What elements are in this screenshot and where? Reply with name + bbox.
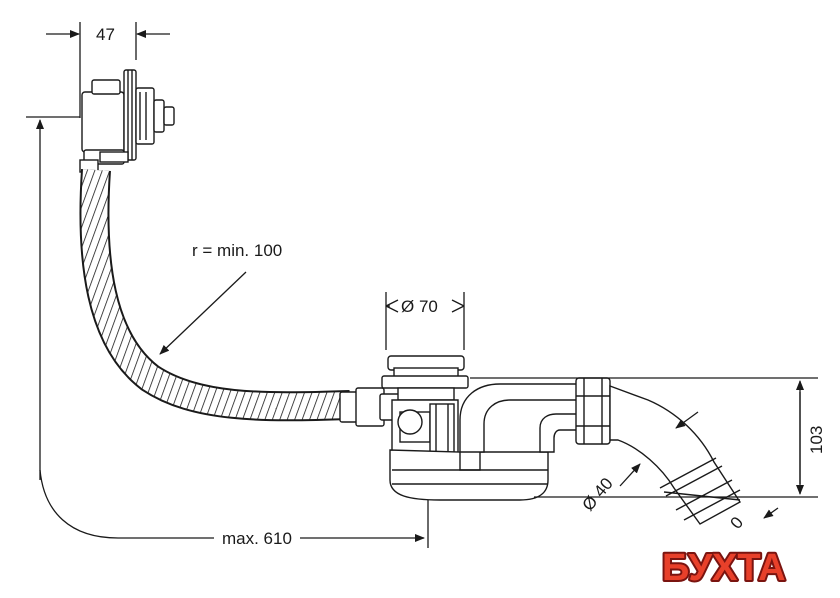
- logo-text: БУХТА: [662, 547, 786, 589]
- dimension-width-47: [46, 22, 170, 118]
- overflow-fitting: [79, 69, 175, 173]
- dimension-diameter-40: [619, 411, 779, 519]
- radius-leader: [159, 271, 247, 355]
- logo-outline: БУХТА: [662, 547, 786, 589]
- dimension-height-103: [470, 377, 818, 498]
- diameter-40-label: Ø 40: [579, 474, 617, 514]
- drain-trap: [381, 355, 741, 525]
- diameter-70-label: Ø 70: [401, 297, 438, 316]
- buhta-logo: БУХТА БУХТА: [656, 532, 788, 592]
- dimension-diameter-70: [385, 292, 465, 350]
- dimension-47-label: 47: [96, 25, 115, 44]
- partial-dimension-label: 0: [727, 513, 748, 532]
- radius-label: r = min. 100: [192, 241, 282, 260]
- height-dimension-line: [26, 116, 429, 548]
- height-103-label: 103: [807, 426, 826, 454]
- corrugated-hose: [79, 169, 351, 422]
- max-length-label: max. 610: [222, 529, 292, 548]
